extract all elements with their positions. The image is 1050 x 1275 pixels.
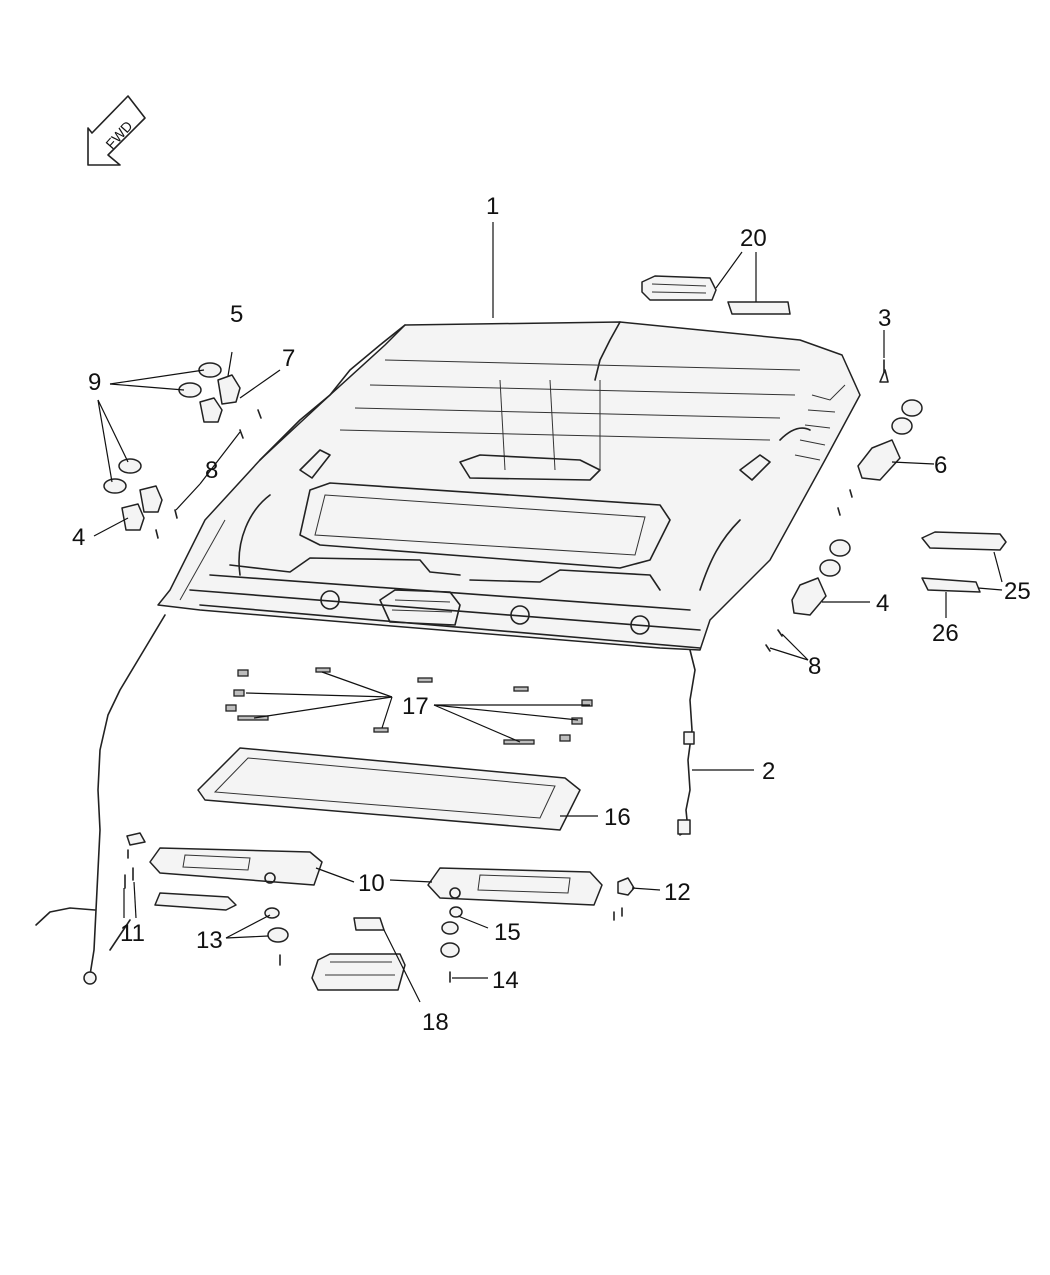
callout-18: 18: [422, 1009, 449, 1036]
callout-3: 3: [878, 305, 891, 332]
visor-clip-part: [613, 877, 635, 921]
wire-harness-left-part: [89, 614, 166, 976]
bolt-part: [440, 906, 463, 983]
callout-1: 1: [486, 193, 499, 220]
callout-20: 20: [740, 225, 767, 252]
handle-bracket-left-lower: [121, 485, 163, 531]
callout-13: 13: [196, 927, 223, 954]
grommet-parts-left: [103, 362, 222, 494]
leader-lines: [93, 222, 1003, 1003]
callout-11: 11: [120, 920, 145, 947]
fwd-label: FWD: [102, 118, 135, 152]
harness-grommet: [83, 971, 97, 985]
callout-7: 7: [282, 345, 295, 372]
sunroof-frame-part: [197, 747, 581, 831]
callout-25: 25: [1004, 578, 1031, 605]
courtesy-lamp-part: [921, 531, 1007, 593]
screw-parts: [155, 409, 853, 652]
handle-bracket-right-lower: [791, 577, 827, 616]
callout-8-left: 8: [205, 457, 218, 484]
callout-15: 15: [494, 919, 521, 946]
overhead-console-part: [311, 917, 406, 991]
visor-mount-part: [264, 907, 289, 966]
callout-26: 26: [932, 620, 959, 647]
callout-9: 9: [88, 369, 101, 396]
dome-lamp-part: [641, 275, 791, 315]
callout-17: 17: [402, 693, 429, 720]
callout-14: 14: [492, 967, 519, 994]
grommet-parts-right: [819, 399, 923, 577]
callout-4-right: 4: [876, 590, 889, 617]
callout-16: 16: [604, 804, 631, 831]
sun-visor-left-part: [149, 847, 323, 911]
callout-4-left: 4: [72, 524, 85, 551]
fwd-arrow-icon: FWD: [87, 95, 146, 166]
callout-5: 5: [230, 301, 243, 328]
callout-2: 2: [762, 758, 775, 785]
callout-labels: 1 20 3 5 7 9 8 4 6 4 8 25 26 17 2 16 10 …: [72, 193, 1031, 1036]
pin-fastener-part: [879, 359, 889, 383]
handle-bracket-left-upper: [199, 374, 241, 423]
headliner-part: [157, 321, 861, 651]
callout-10: 10: [358, 870, 385, 897]
callout-12: 12: [664, 879, 691, 906]
harness-branch: [35, 907, 96, 926]
harness-connector: [677, 819, 691, 835]
handle-bracket-right-upper: [857, 439, 901, 481]
sun-visor-right-part: [427, 867, 603, 906]
harness-clip-parts: [124, 832, 146, 889]
harness-clip: [683, 731, 695, 745]
callout-8-right: 8: [808, 653, 821, 680]
callout-6: 6: [934, 452, 947, 479]
